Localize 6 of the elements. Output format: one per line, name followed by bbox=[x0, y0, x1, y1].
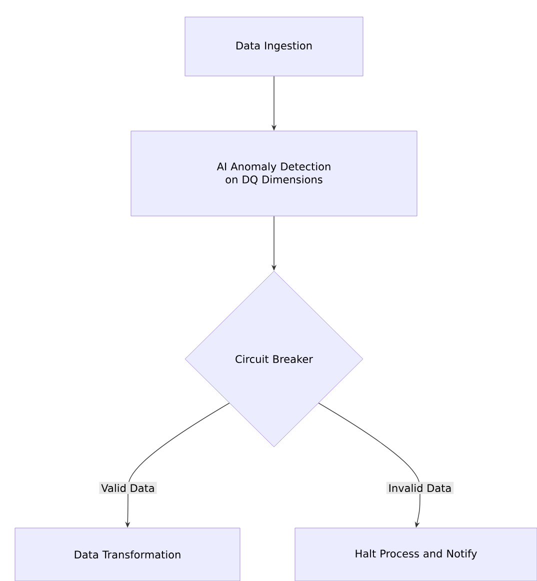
process-box: Data Ingestion bbox=[184, 16, 364, 76]
process-box: AI Anomaly Detection on DQ Dimensions bbox=[130, 130, 418, 216]
process-box: Halt Process and Notify bbox=[294, 528, 537, 581]
edge-label: Invalid Data bbox=[386, 482, 454, 494]
edge-label: Valid Data bbox=[99, 482, 157, 494]
process-box: Data Transformation bbox=[14, 528, 240, 581]
